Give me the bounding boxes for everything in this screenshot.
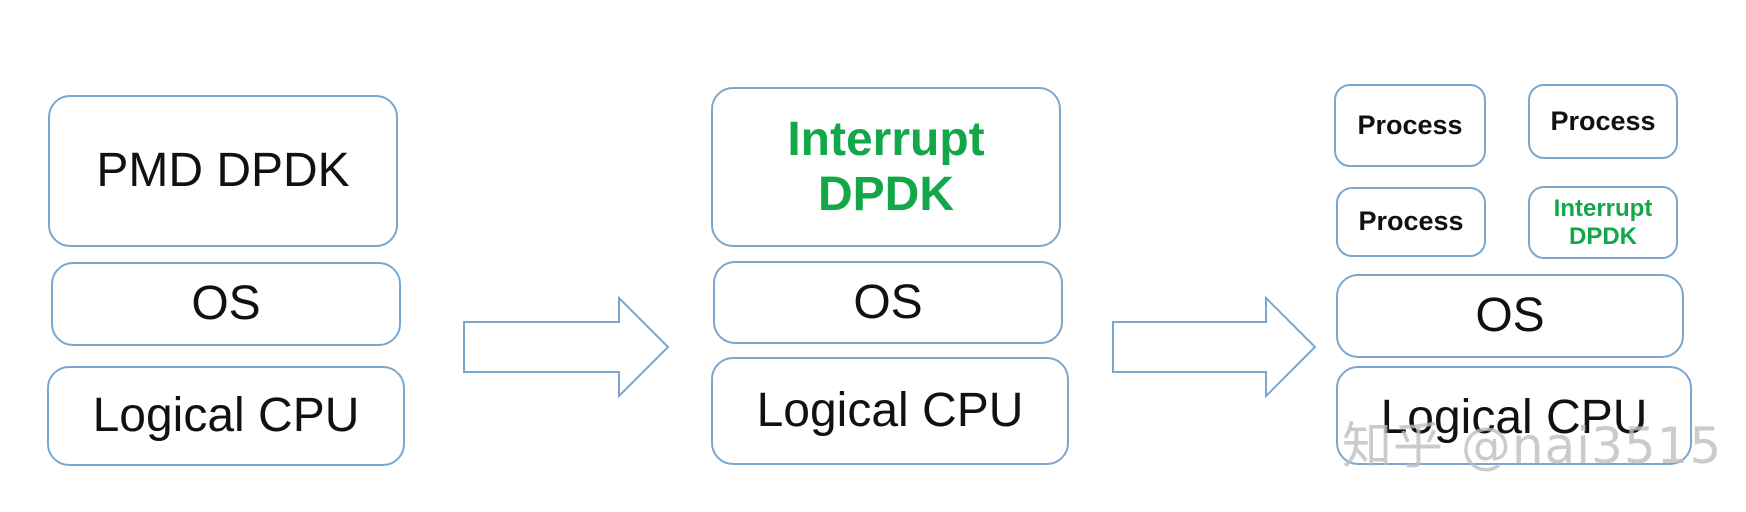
process-label-1: Process — [1357, 109, 1463, 140]
process-label-3: Process — [1358, 206, 1464, 237]
interrupt-dpdk-small-box: Interrupt DPDK — [1528, 186, 1678, 259]
interrupt-dpdk-label: Interrupt DPDK — [787, 112, 985, 221]
os-label-3: OS — [1475, 289, 1545, 343]
os-box-3: OS — [1336, 274, 1684, 358]
watermark: 知乎 @nai3515 — [1342, 417, 1723, 475]
os-box-2: OS — [713, 261, 1063, 344]
logical-cpu-label-2: Logical CPU — [756, 384, 1024, 438]
interrupt-dpdk-small-label: Interrupt DPDK — [1553, 194, 1653, 250]
process-box-2: Process — [1528, 84, 1678, 159]
logical-cpu-label-3: Logical CPU — [1380, 391, 1648, 444]
process-box-3: Process — [1336, 187, 1486, 257]
logical-cpu-box-1: Logical CPU — [47, 366, 405, 466]
logical-cpu-box-2: Logical CPU — [711, 357, 1069, 465]
os-label-2: OS — [853, 275, 923, 329]
os-box-1: OS — [51, 262, 401, 346]
right-arrow-icon — [1112, 296, 1317, 398]
os-label-1: OS — [191, 277, 261, 331]
pmd-dpdk-label: PMD DPDK — [96, 144, 350, 198]
process-label-2: Process — [1550, 105, 1656, 136]
right-arrow-icon — [463, 296, 670, 398]
logical-cpu-label-1: Logical CPU — [92, 389, 360, 443]
pmd-dpdk-box: PMD DPDK — [48, 95, 398, 247]
interrupt-dpdk-box: Interrupt DPDK — [711, 87, 1061, 247]
logical-cpu-box-3: Logical CPU — [1336, 366, 1692, 465]
process-box-1: Process — [1334, 84, 1486, 167]
